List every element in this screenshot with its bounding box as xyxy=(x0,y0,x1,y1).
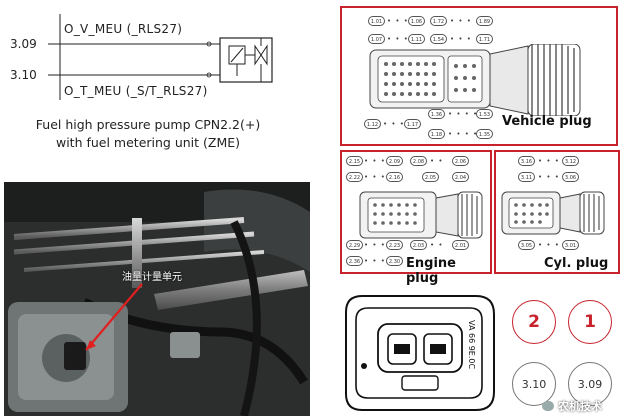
cp-pin-top-1: 3.16 xyxy=(518,156,535,166)
ep-dots-bottom: • • • xyxy=(364,241,386,249)
vp-pin-row2-1: 1.07 xyxy=(368,34,385,44)
ep-pin-bottom2-1: 2.36 xyxy=(346,256,363,266)
pin-label-bottom: 3.10 xyxy=(10,68,37,82)
vp-pin-top-1: 1.01 xyxy=(368,16,385,26)
engine-plug-title: Engine plug xyxy=(406,256,456,286)
pin-code-3-10-circle: 3.10 xyxy=(512,362,556,406)
vp-pin-bl-1: 1.12 xyxy=(364,119,381,129)
connector-face-drawing xyxy=(345,295,495,411)
engine-plug-drawing xyxy=(359,191,483,239)
vp-pin-row2-2: 1.11 xyxy=(408,34,425,44)
metering-unit-label: 油量计量单元 xyxy=(122,272,182,283)
watermark: 农机技术 xyxy=(542,398,602,414)
connector-diagram: VA 66 9E.0C 2 1 3.10 3.09 农机技术 xyxy=(336,290,624,420)
vp-pin-bl-2: 1.17 xyxy=(404,119,421,129)
pin-number-1-circle: 1 xyxy=(568,300,612,344)
caption-line-2: with fuel metering unit (ZME) xyxy=(55,135,241,150)
cp-pin-row2-2: 3.06 xyxy=(562,172,579,182)
caption-line-1: Fuel high pressure pump CPN2.2(+) xyxy=(35,117,261,132)
wechat-icon xyxy=(542,401,554,411)
engine-plug-panel: 2.15 • • • 2.09 2.08 • • 2.06 2.22 • • •… xyxy=(340,150,492,286)
engine-photo-illustration xyxy=(4,182,310,416)
pin-number-2-circle: 2 xyxy=(512,300,556,344)
pin-code-3-09: 3.09 xyxy=(577,377,603,391)
pointer-line xyxy=(85,283,143,351)
vp-pin-right-2: 1.53 xyxy=(476,109,493,119)
cp-pin-row2-1: 3.11 xyxy=(518,172,535,182)
signal-label-top: O_V_MEU (_RLS27) xyxy=(64,22,183,36)
schematic-caption: Fuel high pressure pump CPN2.2(+) with f… xyxy=(8,116,288,152)
cp-dots-row2: • • • xyxy=(538,173,560,181)
vp-pin-row2-3: 1.54 xyxy=(430,34,447,44)
ep-pin-top-1: 2.15 xyxy=(346,156,363,166)
ep-pin-bottom-4: 2.01 xyxy=(452,240,469,250)
cyl-plug-drawing xyxy=(501,191,605,235)
cp-dots-bottom: • • • xyxy=(538,241,560,249)
vp-pin-right-1: 1.36 xyxy=(428,109,445,119)
ep-pin-row2-4: 2.04 xyxy=(452,172,469,182)
vp-dots-row2-2: • • • xyxy=(450,35,472,43)
ep-pin-bottom-1: 2.29 xyxy=(346,240,363,250)
vp-pin-top-2: 1.06 xyxy=(408,16,425,26)
vp-pin-top-4: 1.89 xyxy=(476,16,493,26)
vp-dots-bl: • • • xyxy=(383,120,405,128)
schematic-lines xyxy=(48,14,273,100)
cyl-plug-panel: 3.16 • • • 3.12 3.11 • • • 3.06 3.05 • •… xyxy=(494,150,620,274)
ep-dots-top-2: • • xyxy=(430,157,444,165)
ep-dots-row2: • • • xyxy=(364,173,386,181)
ep-pin-row2-3: 2.05 xyxy=(422,172,439,182)
ep-dots-bottom2: • • • xyxy=(364,257,386,265)
vp-pin-br-1: 1.18 xyxy=(428,129,445,139)
vp-dots-top-1: • • • xyxy=(387,17,409,25)
cp-pin-bottom-2: 3.01 xyxy=(562,240,579,250)
ep-pin-row2-2: 2.16 xyxy=(386,172,403,182)
ep-dots-top: • • • xyxy=(364,157,386,165)
cp-pin-bottom-1: 3.05 xyxy=(518,240,535,250)
vp-dots-top-2: • • • xyxy=(450,17,472,25)
vp-dots-br: • • • • xyxy=(448,130,479,138)
vp-pin-br-2: 1.35 xyxy=(476,129,493,139)
ep-pin-top-2: 2.09 xyxy=(386,156,403,166)
vp-pin-row2-4: 1.71 xyxy=(476,34,493,44)
ep-pin-top-4: 2.06 xyxy=(452,156,469,166)
vehicle-plug-panel: 1.01 • • • 1.06 1.72 • • • 1.89 1.07 • •… xyxy=(340,6,618,146)
pin-code-3-09-circle: 3.09 xyxy=(568,362,612,406)
cp-dots-top: • • • xyxy=(538,157,560,165)
ep-pin-bottom2-2: 2.30 xyxy=(386,256,403,266)
pin-number-2: 2 xyxy=(528,312,540,332)
pin-code-3-10: 3.10 xyxy=(521,377,547,391)
pin-label-top: 3.09 xyxy=(10,37,37,51)
vp-dots-row2-1: • • • xyxy=(387,35,409,43)
ep-pin-bottom-2: 2.23 xyxy=(386,240,403,250)
vehicle-plug-drawing xyxy=(369,44,581,116)
wiring-schematic: 3.09 3.10 O_V_MEU (_RLS27) O_T_MEU (_S/T… xyxy=(0,0,300,170)
pin-number-1: 1 xyxy=(584,312,596,332)
watermark-text: 农机技术 xyxy=(558,400,602,413)
ep-dots-bottom-2: • • xyxy=(430,241,444,249)
ep-pin-bottom-3: 2.03 xyxy=(410,240,427,250)
signal-label-bottom: O_T_MEU (_S/T_RLS27) xyxy=(64,84,208,98)
vehicle-plug-title: Vehicle plug xyxy=(502,114,592,129)
engine-photo: 油量计量单元 xyxy=(4,182,310,416)
vp-dots-right: • • • • xyxy=(448,110,479,118)
connector-side-text: VA 66 9E.0C xyxy=(467,320,476,370)
cp-pin-top-2: 3.12 xyxy=(562,156,579,166)
ep-pin-row2-1: 2.22 xyxy=(346,172,363,182)
metering-unit-symbol xyxy=(219,37,273,83)
cyl-plug-title: Cyl. plug xyxy=(544,256,609,271)
ep-pin-top-3: 2.08 xyxy=(410,156,427,166)
vp-pin-top-3: 1.72 xyxy=(430,16,447,26)
